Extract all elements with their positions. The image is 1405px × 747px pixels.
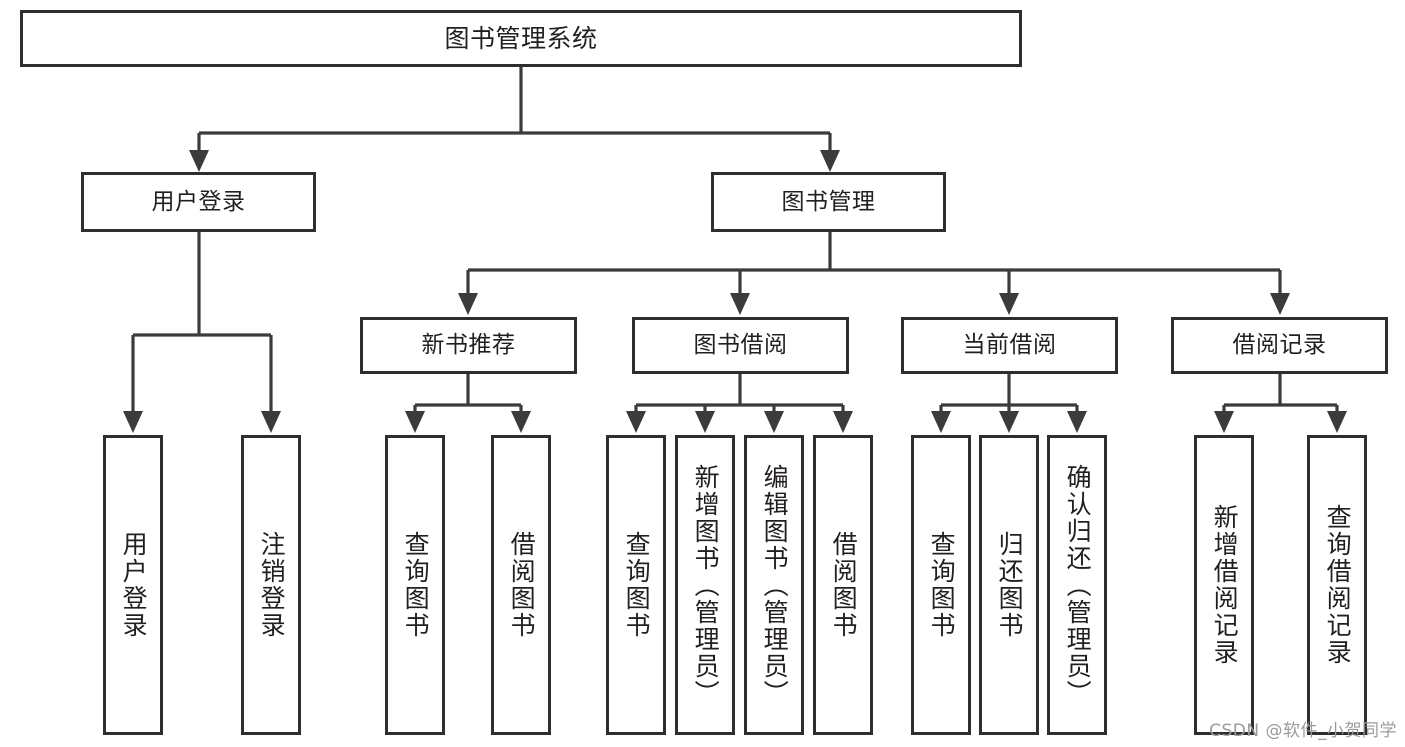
- node-leaf-confirm-return-label: 确认归还（管理员）: [1063, 463, 1093, 707]
- node-root[interactable]: 图书管理系统: [20, 10, 1022, 67]
- arrowhead-leaf-query-book-3: [931, 411, 951, 433]
- node-leaf-return-book-label: 归还图书: [995, 531, 1025, 639]
- node-book-manage[interactable]: 图书管理: [711, 172, 946, 232]
- arrowhead-leaf-query-record: [1327, 411, 1347, 433]
- node-book-borrow-label: 图书借阅: [693, 332, 788, 359]
- node-leaf-query-book-1[interactable]: 查询图书: [385, 435, 445, 735]
- node-book-borrow[interactable]: 图书借阅: [632, 317, 849, 374]
- arrowhead-leaf-query-book-2: [626, 411, 646, 433]
- watermark-text: CSDN @软件_小贺同学: [1209, 721, 1397, 741]
- node-leaf-borrow-book-1-label: 借阅图书: [507, 531, 537, 639]
- node-leaf-query-book-1-label: 查询图书: [401, 531, 431, 639]
- node-leaf-confirm-return[interactable]: 确认归还（管理员）: [1047, 435, 1107, 735]
- node-borrow-record-label: 借阅记录: [1232, 332, 1327, 359]
- arrowhead-leaf-borrow-book-2: [833, 411, 853, 433]
- node-leaf-add-book[interactable]: 新增图书（管理员）: [675, 435, 735, 735]
- node-leaf-query-book-2[interactable]: 查询图书: [606, 435, 666, 735]
- node-user-login-label: 用户登录: [151, 188, 246, 215]
- node-user-login[interactable]: 用户登录: [81, 172, 316, 232]
- arrowhead-leaf-edit-book: [764, 411, 784, 433]
- node-leaf-user-login[interactable]: 用户登录: [103, 435, 163, 735]
- node-leaf-query-book-3[interactable]: 查询图书: [911, 435, 971, 735]
- arrowhead-borrow-record: [1270, 293, 1290, 315]
- arrowhead-leaf-user-login: [123, 411, 143, 433]
- node-leaf-query-book-3-label: 查询图书: [927, 531, 957, 639]
- arrowhead-book-borrow: [730, 293, 750, 315]
- node-leaf-borrow-book-1[interactable]: 借阅图书: [491, 435, 551, 735]
- node-leaf-edit-book[interactable]: 编辑图书（管理员）: [744, 435, 804, 735]
- arrowhead-current-borrow: [999, 293, 1019, 315]
- node-leaf-logout-login-label: 注销登录: [257, 531, 287, 639]
- node-leaf-query-record[interactable]: 查询借阅记录: [1307, 435, 1367, 735]
- node-leaf-query-book-2-label: 查询图书: [622, 531, 652, 639]
- arrowhead-leaf-query-book-1: [405, 411, 425, 433]
- node-current-borrow-label: 当前借阅: [962, 332, 1057, 359]
- node-leaf-edit-book-label: 编辑图书（管理员）: [760, 463, 790, 707]
- node-root-label: 图书管理系统: [444, 24, 598, 53]
- arrowhead-leaf-return-book: [999, 411, 1019, 433]
- arrowhead-leaf-borrow-book-1: [511, 411, 531, 433]
- node-leaf-add-record[interactable]: 新增借阅记录: [1194, 435, 1254, 735]
- node-leaf-return-book[interactable]: 归还图书: [979, 435, 1039, 735]
- node-leaf-add-book-label: 新增图书（管理员）: [691, 463, 721, 707]
- node-leaf-logout-login[interactable]: 注销登录: [241, 435, 301, 735]
- arrowhead-leaf-add-book: [695, 411, 715, 433]
- node-leaf-user-login-label: 用户登录: [119, 531, 149, 639]
- arrowhead-new-book-recommend: [458, 293, 478, 315]
- node-book-manage-label: 图书管理: [781, 188, 876, 215]
- arrowhead-user-login: [189, 150, 209, 172]
- node-new-book-recommend-label: 新书推荐: [421, 332, 516, 359]
- node-new-book-recommend[interactable]: 新书推荐: [360, 317, 577, 374]
- node-leaf-borrow-book-2[interactable]: 借阅图书: [813, 435, 873, 735]
- node-borrow-record[interactable]: 借阅记录: [1171, 317, 1388, 374]
- node-leaf-add-record-label: 新增借阅记录: [1210, 504, 1240, 666]
- arrowhead-book-manage: [820, 150, 840, 172]
- arrowhead-leaf-confirm-return: [1067, 411, 1087, 433]
- node-leaf-query-record-label: 查询借阅记录: [1323, 504, 1353, 666]
- node-current-borrow[interactable]: 当前借阅: [901, 317, 1118, 374]
- arrowhead-leaf-add-record: [1214, 411, 1234, 433]
- arrowhead-leaf-logout-login: [261, 411, 281, 433]
- node-leaf-borrow-book-2-label: 借阅图书: [829, 531, 859, 639]
